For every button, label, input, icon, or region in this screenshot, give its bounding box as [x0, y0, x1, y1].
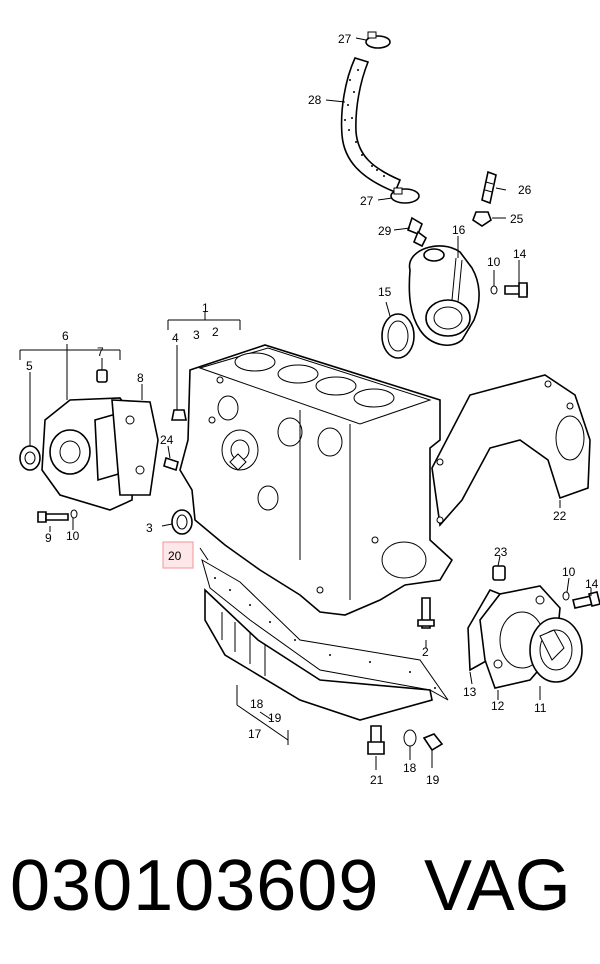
callout-22: 22 [553, 509, 567, 523]
callout-5: 5 [26, 359, 33, 373]
callout-12: 12 [491, 699, 505, 713]
callout-1: 1 [202, 301, 209, 315]
callout-2b: 2 [422, 645, 429, 659]
callout-21: 21 [370, 773, 384, 787]
cover-plate-part-22 [431, 374, 591, 527]
engine-block-part-1 [179, 344, 454, 616]
seal-part-3 [171, 509, 193, 535]
callout-19: 19 [268, 711, 282, 725]
exploded-parts-diagram: 1 4 3 2 27 28 27 29 26 25 16 10 14 15 6 … [19, 31, 600, 787]
sensor-part-26 [481, 170, 497, 205]
washer-part-10-top [490, 285, 498, 295]
gasket-part-15 [381, 313, 415, 359]
callout-2a: 2 [212, 325, 219, 339]
callout-3b: 3 [146, 521, 153, 535]
gasket-part-8 [111, 399, 159, 496]
callout-17: 17 [248, 727, 262, 741]
callout-27-top: 27 [338, 32, 352, 46]
callout-14-top: 14 [513, 247, 527, 261]
callout-15: 15 [378, 285, 392, 299]
callout-9: 9 [45, 531, 52, 545]
bolt-part-9-left [37, 511, 69, 523]
dowel-part-23 [492, 565, 506, 581]
plug-part-7 [96, 369, 108, 383]
callout-10-right: 10 [562, 565, 576, 579]
callout-13: 13 [463, 685, 477, 699]
seal-part-5 [19, 445, 41, 471]
callout-23: 23 [494, 545, 508, 559]
pin-part-24 [163, 456, 179, 472]
drain-plug-part-19 [422, 733, 444, 752]
washer-part-18-lower [403, 729, 417, 747]
bolt-part-21 [367, 725, 385, 755]
callout-29: 29 [378, 224, 392, 238]
callout-27-lower: 27 [360, 194, 374, 208]
bracket-part-1-bracket [167, 312, 241, 330]
plug-part-25 [472, 211, 492, 227]
callout-4: 4 [172, 331, 179, 345]
callout-18-lower: 18 [403, 761, 417, 775]
part-number: 030103609 [10, 846, 380, 926]
callout-18: 18 [250, 697, 264, 711]
callout-16: 16 [452, 223, 466, 237]
hose-part-28 [340, 57, 402, 194]
thermostat-housing-part-16 [408, 245, 480, 346]
clamp-part-27-lower [390, 187, 420, 204]
connector-part-29 [407, 216, 428, 248]
callout-19-lower: 19 [426, 773, 440, 787]
washer-part-10-right [562, 591, 570, 601]
callout-labels: 1 4 3 2 27 28 27 29 26 25 16 10 14 15 6 … [26, 32, 599, 787]
callout-3a: 3 [193, 328, 200, 342]
clamp-part-27-top [365, 31, 391, 49]
callout-14-right: 14 [585, 577, 599, 591]
oil-pan-gasket-part-20 [201, 558, 449, 701]
callout-26: 26 [518, 183, 532, 197]
bolt-part-14-right [572, 591, 600, 609]
washer-part-10-left [70, 509, 78, 519]
callout-20: 20 [168, 549, 182, 563]
callout-6: 6 [62, 329, 69, 343]
callout-8: 8 [137, 371, 144, 385]
callout-25: 25 [510, 212, 524, 226]
brand-label: VAG [424, 846, 571, 926]
leader-lines [19, 37, 592, 770]
plug-part-4 [171, 345, 187, 421]
callout-24: 24 [160, 433, 174, 447]
highlight-box-20 [162, 541, 194, 569]
callout-7: 7 [97, 345, 104, 359]
bolt-part-14-top [504, 282, 528, 298]
callout-11: 11 [534, 701, 547, 715]
oil-pan-part-18 [204, 588, 433, 721]
callout-10-top: 10 [487, 255, 501, 269]
oil-seal-part-11 [529, 617, 583, 683]
callout-28: 28 [308, 93, 322, 107]
stud-part-2 [417, 597, 435, 629]
callout-10-left: 10 [66, 529, 80, 543]
